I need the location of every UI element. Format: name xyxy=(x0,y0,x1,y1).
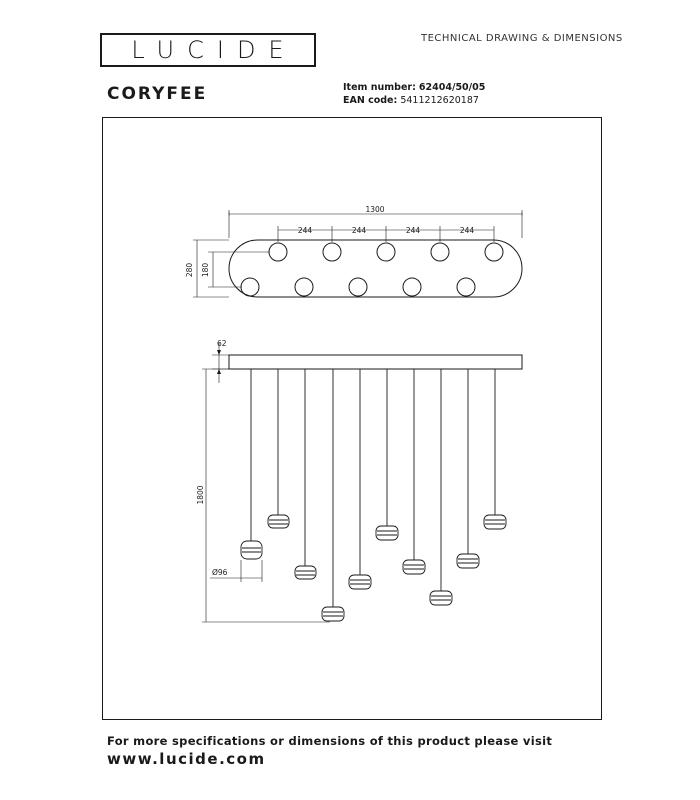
pendant-6 xyxy=(375,369,399,541)
pendant-1 xyxy=(240,369,263,560)
light-head-top-5 xyxy=(484,242,504,262)
drawing-frame xyxy=(102,117,602,720)
footer-note: For more specifications or dimensions of… xyxy=(107,734,553,748)
light-head-bottom-4 xyxy=(402,277,422,297)
light-head-top-1 xyxy=(268,242,288,262)
item-number-value: 62404/50/05 xyxy=(418,82,486,93)
document-caption: TECHNICAL DRAWING & DIMENSIONS xyxy=(421,33,623,44)
light-head-top-3 xyxy=(376,242,396,262)
pendant-8 xyxy=(429,369,453,606)
canopy-outline-top xyxy=(228,239,523,298)
light-head-bottom-5 xyxy=(456,277,476,297)
footer-url[interactable]: www.lucide.com xyxy=(107,750,266,768)
pendant-2 xyxy=(267,369,290,529)
dim-spacing-4: 244 xyxy=(460,226,475,235)
ean-code-row: EAN code: 5411212620187 xyxy=(343,95,485,108)
product-meta: Item number: 62404/50/05 EAN code: 54112… xyxy=(343,82,485,107)
top-view-labels: 1300 244 244 244 244 280 180 xyxy=(185,205,474,277)
dim-canopy-height: 62 xyxy=(217,339,227,348)
light-head-bottom-3 xyxy=(348,277,368,297)
light-head-bottom-2 xyxy=(294,277,314,297)
pendant-3 xyxy=(294,369,317,580)
dim-spacing-3: 244 xyxy=(406,226,421,235)
brand-logo-text: LUCIDE xyxy=(131,36,297,64)
light-head-bottom-1 xyxy=(240,277,260,297)
side-view-labels: 62 1800 Ø96 xyxy=(196,339,228,577)
top-view xyxy=(193,210,523,298)
dim-total-length: 1300 xyxy=(365,205,384,214)
dim-cable-length: 1800 xyxy=(196,485,205,504)
pendant-5 xyxy=(348,369,372,590)
pendant-10 xyxy=(483,369,507,530)
item-number-label: Item number: xyxy=(343,82,416,93)
product-name: CORYFEE xyxy=(107,84,208,104)
light-head-top-4 xyxy=(430,242,450,262)
brand-logo: LUCIDE xyxy=(100,33,316,67)
pendant-9 xyxy=(456,369,480,569)
dim-spacing-1: 244 xyxy=(298,226,313,235)
dim-depth-outer: 280 xyxy=(185,263,194,278)
canopy-side xyxy=(228,354,523,370)
ean-code-value: 5411212620187 xyxy=(400,94,479,106)
ean-code-label: EAN code: xyxy=(343,94,398,106)
item-number-row: Item number: 62404/50/05 xyxy=(343,82,485,95)
dim-shade-diameter: Ø96 xyxy=(212,568,228,577)
dim-spacing-2: 244 xyxy=(352,226,367,235)
side-view xyxy=(202,343,523,623)
light-head-top-2 xyxy=(322,242,342,262)
dim-depth-inner: 180 xyxy=(201,263,210,278)
pendant-4 xyxy=(321,369,345,622)
pendant-set xyxy=(240,369,507,622)
pendant-7 xyxy=(402,369,426,575)
